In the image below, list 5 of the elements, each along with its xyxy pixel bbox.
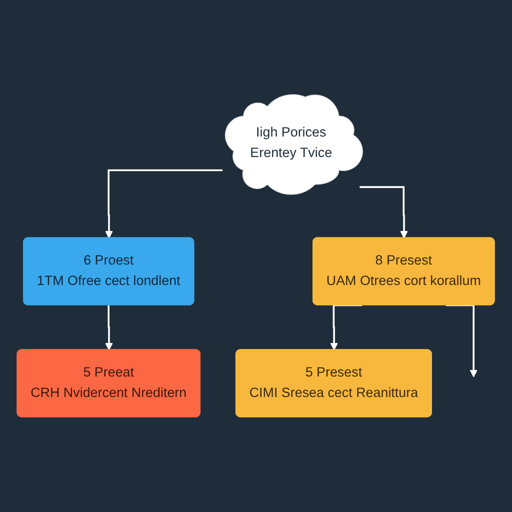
arrow [105,170,223,239]
arrow [446,304,478,378]
arrow [360,186,408,239]
arrow [330,304,362,351]
arrow [105,304,114,351]
